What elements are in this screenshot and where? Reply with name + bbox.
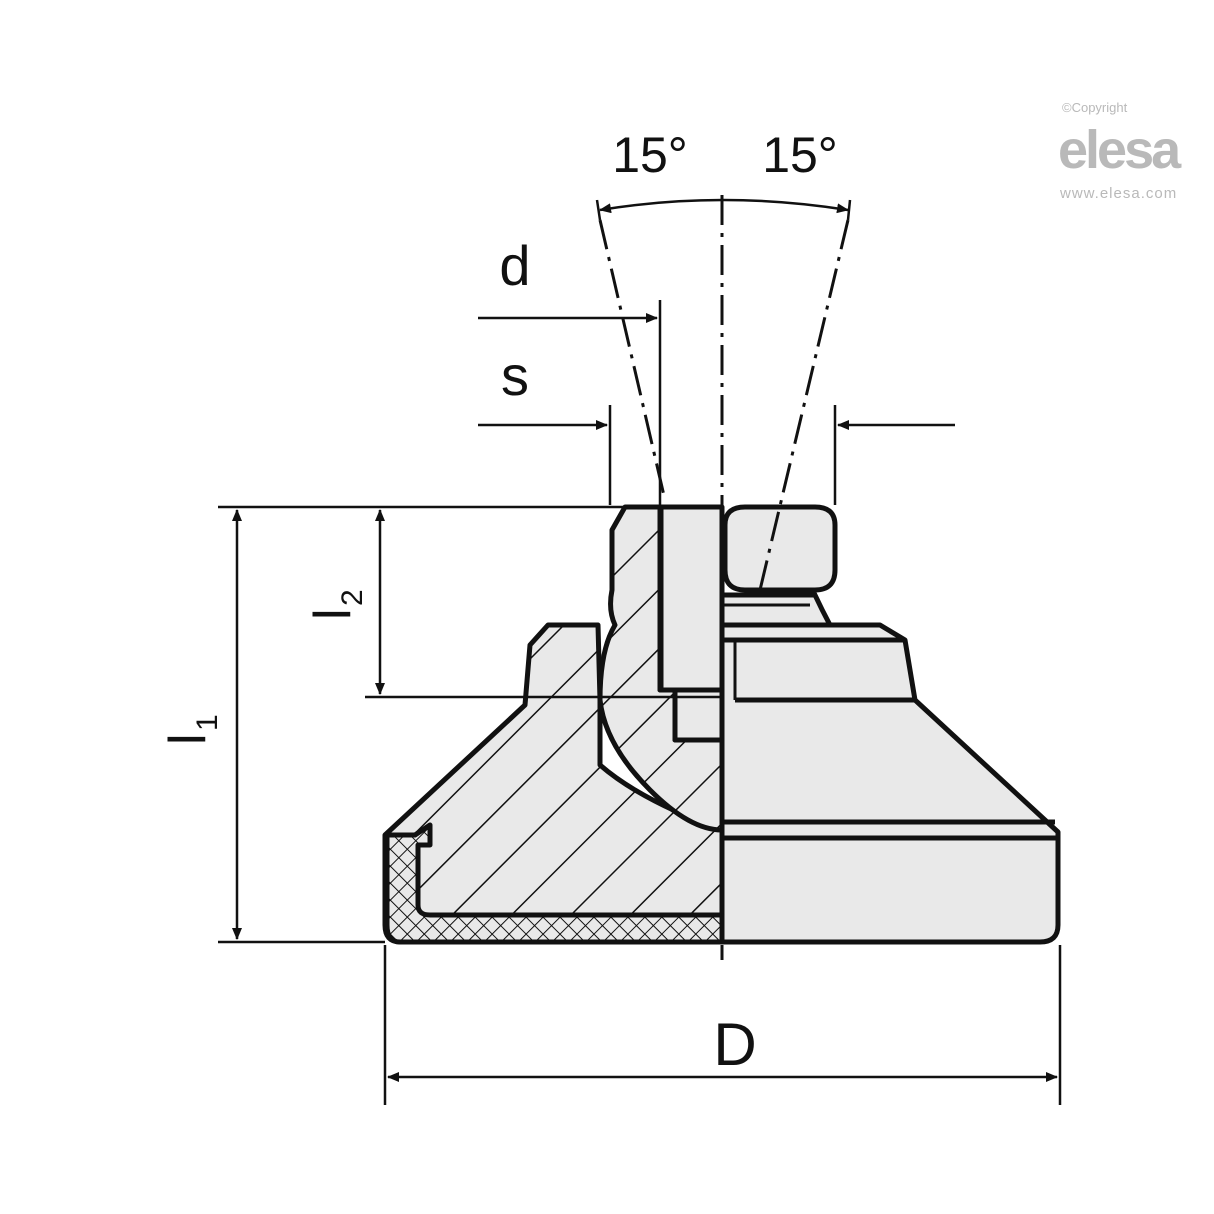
base-exterior <box>719 622 1061 945</box>
svg-text:www.elesa.com: www.elesa.com <box>1059 185 1177 202</box>
center-lines <box>598 195 850 960</box>
base-section <box>382 622 725 945</box>
svg-text:©Copyright: ©Copyright <box>1062 100 1128 115</box>
s-label: s <box>501 344 529 407</box>
svg-text:l: l <box>159 733 217 745</box>
angle-left-label: 15° <box>612 127 688 183</box>
elesa-watermark: ©Copyright elesa www.elesa.com <box>1058 100 1185 202</box>
l2-label: l 2 <box>304 589 369 620</box>
hex-nut <box>719 504 838 628</box>
stud-section <box>597 504 725 833</box>
angle-right-label: 15° <box>762 127 838 183</box>
d-label: d <box>499 234 530 297</box>
svg-text:1: 1 <box>191 714 224 731</box>
svg-text:l: l <box>304 608 362 620</box>
svg-text:2: 2 <box>336 589 369 606</box>
l1-label: l 1 <box>159 714 224 745</box>
D-label: D <box>713 1011 756 1078</box>
elesa-logo: elesa <box>1058 120 1182 180</box>
dimension-lines <box>218 198 1062 1105</box>
rubber-pad <box>384 822 725 945</box>
angle-arc <box>599 198 849 214</box>
